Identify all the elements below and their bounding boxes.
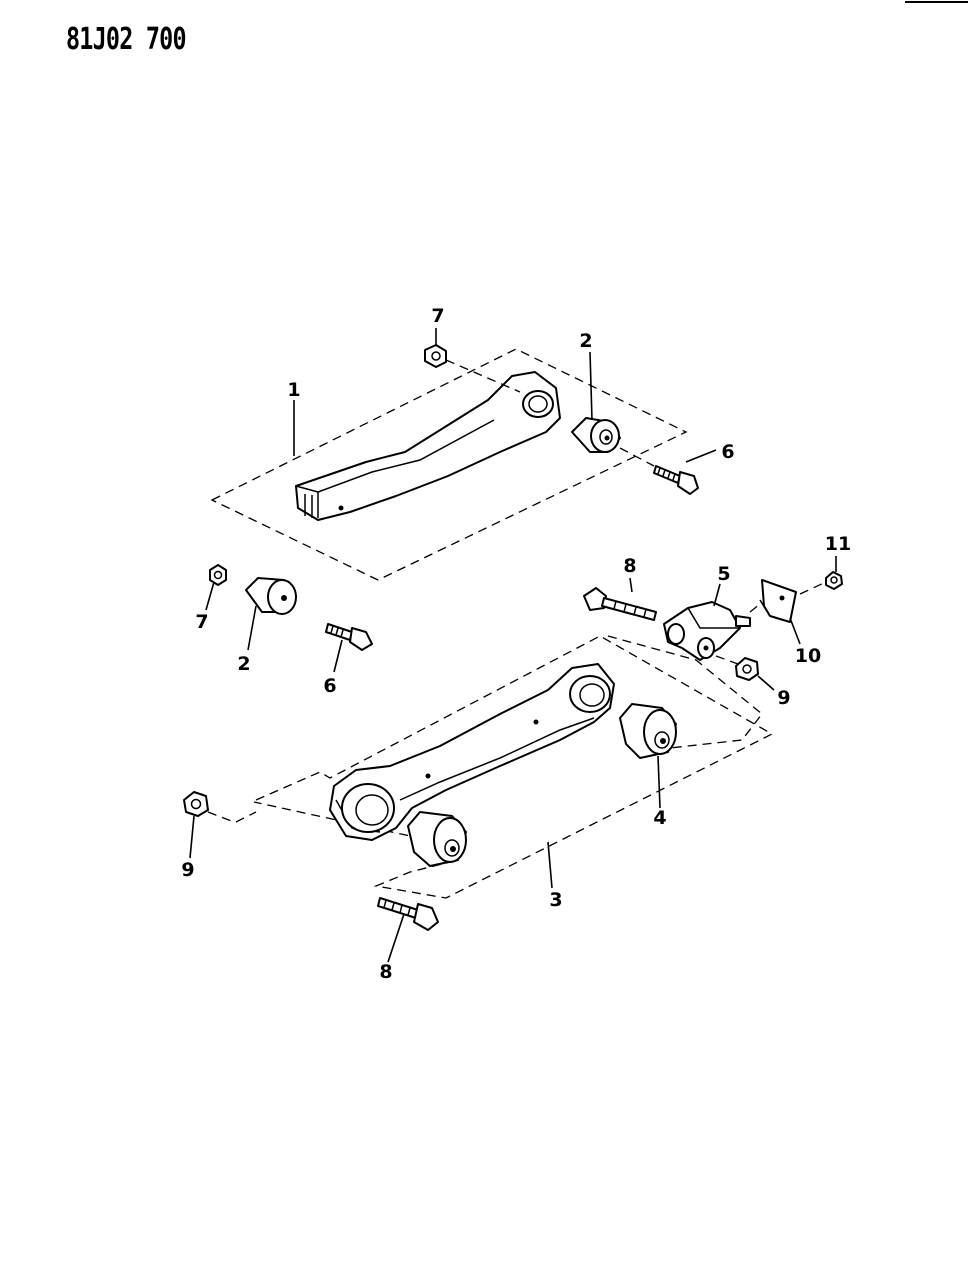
callout-9-upper: 9 [777, 687, 790, 709]
loose-nut-7 [209, 564, 227, 586]
callout-4: 4 [653, 807, 666, 829]
callout-labels: 7 2 1 6 11 8 5 7 2 10 6 9 4 9 3 8 [181, 305, 851, 983]
lower-bushing-left [407, 811, 467, 867]
upper-arm-dashed-boundary [210, 348, 688, 581]
leader-lines [189, 328, 837, 963]
upper-control-arm [295, 371, 561, 521]
upper-bushing [571, 417, 621, 453]
loose-bolt-6 [325, 623, 373, 651]
bracket-bolt [583, 587, 657, 621]
callout-6-lower: 6 [323, 675, 336, 697]
lower-bushing-right [619, 703, 677, 759]
lower-centerline-nut [207, 811, 235, 823]
callout-7-lower: 7 [195, 611, 208, 633]
callout-2-upper: 2 [579, 330, 592, 352]
loose-bushing-2 [245, 577, 297, 615]
callout-3: 3 [549, 889, 562, 911]
upper-nut [424, 344, 447, 368]
lower-centerline-left [235, 811, 257, 823]
lower-control-arm [329, 663, 615, 841]
bracket-dashed-boundary [607, 635, 763, 749]
callout-11: 11 [825, 533, 851, 555]
upper-centerline-left [445, 359, 521, 393]
bracket-centerline-b [799, 581, 827, 595]
callout-10: 10 [795, 645, 821, 667]
callout-6-upper: 6 [721, 441, 734, 463]
callout-7-upper: 7 [431, 305, 444, 327]
callout-9-lower: 9 [181, 859, 194, 881]
bracket-centerline-a [749, 603, 761, 613]
bracket-nut [825, 571, 843, 590]
bracket-lock-nut [735, 657, 759, 681]
bracket-centerline-c [715, 655, 739, 665]
callout-8-lower: 8 [379, 961, 392, 983]
lower-arm-group [183, 635, 774, 931]
callout-8-upper: 8 [623, 555, 636, 577]
lower-bolt [377, 897, 439, 931]
lower-lock-nut [183, 791, 209, 817]
callout-1: 1 [287, 379, 300, 401]
upper-centerline-right [619, 447, 655, 467]
bracket [663, 601, 751, 661]
drawing-number: 81J02 700 [66, 22, 187, 57]
callout-5: 5 [717, 563, 730, 585]
upper-bolt [653, 465, 699, 495]
bracket-group [583, 571, 843, 749]
upper-arm-group [210, 344, 699, 581]
bracket-plate [759, 579, 797, 623]
callout-2-lower: 2 [237, 653, 250, 675]
